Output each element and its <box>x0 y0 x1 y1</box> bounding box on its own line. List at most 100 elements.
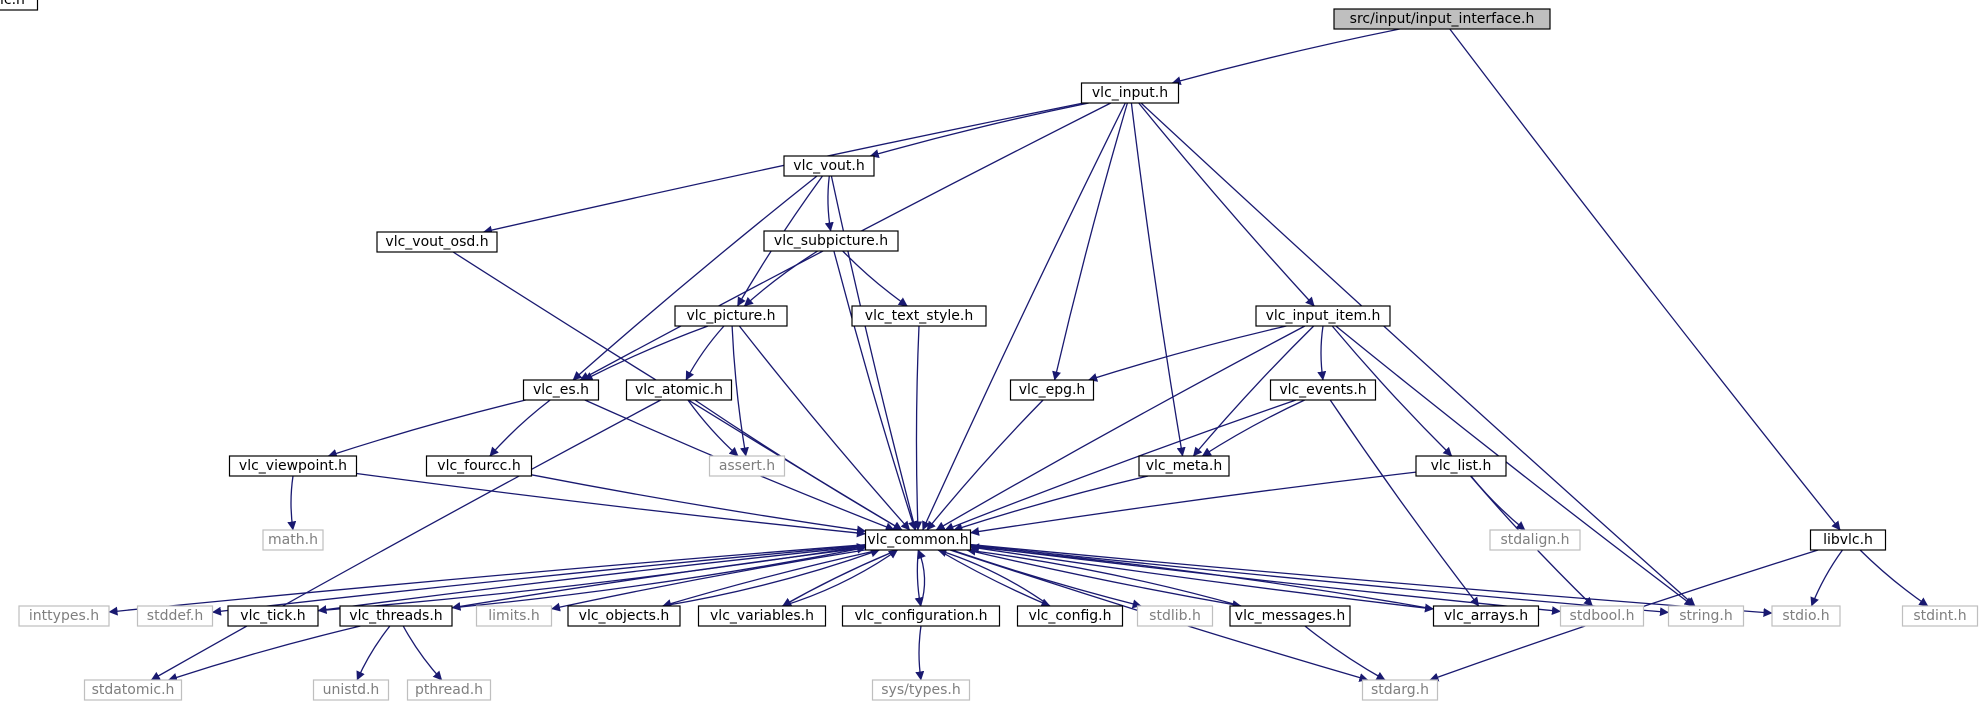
edge-vlc_viewpoint-to-vlc_common <box>356 472 866 538</box>
node-libvlc_h[interactable]: libvlc.h <box>1809 529 1887 551</box>
node-vlc_vout_osd[interactable]: vlc_vout_osd.h <box>376 231 498 253</box>
edge-vlc_common-to-vlc_config <box>937 549 1051 607</box>
node-label: limits.h <box>488 608 539 624</box>
node-label: vlc_input.h <box>1092 85 1168 101</box>
edge-vlc_threads-to-stdatomic <box>168 625 361 682</box>
node-stdlib: stdlib.h <box>1136 605 1214 627</box>
node-box <box>136 605 214 627</box>
node-box <box>83 679 183 701</box>
node-label: vlc_fourcc.h <box>437 458 520 474</box>
edge-vlc_input-to-vlc_vout_osd <box>483 102 1084 235</box>
edge-vlc_common-to-vlc_configuration <box>914 549 924 607</box>
edge-vlc_subpicture-to-vlc_picture <box>743 250 819 307</box>
edge-vlc_input_item-to-vlc_epg <box>1088 325 1287 382</box>
node-vlc_vout[interactable]: vlc_vout.h <box>783 155 875 177</box>
node-label: vlc_variables.h <box>710 608 814 624</box>
node-vlc_events[interactable]: vlc_events.h <box>1269 379 1377 401</box>
node-stdint: stdint.h <box>1901 605 1979 627</box>
edge-vlc_atomic-to-vlc_common <box>694 399 903 531</box>
node-vlc_es[interactable]: vlc_es.h <box>522 379 600 401</box>
node-input_interface[interactable]: src/input/input_interface.h <box>1333 8 1551 30</box>
node-label: vlc_text_style.h <box>865 308 973 324</box>
node-label: inttypes.h <box>29 608 99 624</box>
node-sys_types: sys/types.h <box>871 679 971 701</box>
node-label: vlc_threads.h <box>349 608 442 624</box>
node-vlc_text_style[interactable]: vlc_text_style.h <box>851 305 987 327</box>
edge-vlc_vout-to-vlc_es <box>572 175 818 381</box>
edge-vlc_events-to-vlc_common <box>944 399 1297 532</box>
edge-vlc_common-to-vlc_variables <box>782 549 898 607</box>
node-unistd: unistd.h <box>312 679 390 701</box>
node-vlc_common[interactable]: vlc_common.h <box>864 529 972 551</box>
node-vlc_viewpoint[interactable]: vlc_viewpoint.h <box>228 455 358 477</box>
edge-vlc_common-to-inttypes <box>108 544 866 616</box>
node-box <box>1080 82 1180 104</box>
edge-vlc_input_item-to-vlc_common <box>935 325 1306 531</box>
node-stddef: stddef.h <box>136 605 214 627</box>
node-pthread: pthread.h <box>406 679 492 701</box>
node-vlc_messages[interactable]: vlc_messages.h <box>1229 605 1351 627</box>
node-vlc_tick[interactable]: vlc_tick.h <box>227 605 319 627</box>
node-label: vlc_list.h <box>1431 458 1492 474</box>
edge-libvlc_h-to-stdio <box>1810 549 1844 607</box>
node-vlc_subpicture[interactable]: vlc_subpicture.h <box>763 230 899 252</box>
node-label: vlc_tick.h <box>240 608 305 624</box>
edge-vlc_input_item-to-vlc_list <box>1331 325 1453 457</box>
node-box <box>708 455 786 477</box>
node-libvlc[interactable]: libvlc.h <box>0 0 39 11</box>
node-vlc_arrays[interactable]: vlc_arrays.h <box>1432 605 1540 627</box>
edge-vlc_threads-to-unistd <box>356 625 391 681</box>
node-vlc_input_item[interactable]: vlc_input_item.h <box>1255 305 1391 327</box>
node-box <box>1809 529 1887 551</box>
node-box <box>864 529 972 551</box>
node-label: src/input/input_interface.h <box>1350 11 1535 27</box>
node-label: stdint.h <box>1913 608 1966 624</box>
node-string: string.h <box>1667 605 1745 627</box>
node-vlc_list[interactable]: vlc_list.h <box>1415 455 1507 477</box>
edge-vlc_configuration-to-vlc_common <box>917 549 926 607</box>
node-vlc_atomic[interactable]: vlc_atomic.h <box>625 379 733 401</box>
node-label: vlc_picture.h <box>686 308 775 324</box>
node-box <box>1559 605 1645 627</box>
edge-vlc_es-to-vlc_viewpoint <box>327 399 526 458</box>
node-label: vlc_meta.h <box>1146 458 1223 474</box>
edge-libvlc_h-to-stdint <box>1859 549 1929 607</box>
edge-vlc_input-to-string <box>1140 102 1696 607</box>
node-box <box>763 230 899 252</box>
node-label: pthread.h <box>415 682 483 698</box>
node-vlc_objects[interactable]: vlc_objects.h <box>567 605 681 627</box>
edge-layer <box>108 28 1929 682</box>
edge-input_interface-to-libvlc_h <box>1449 28 1841 531</box>
edge-vlc_vout-to-vlc_subpicture <box>824 175 834 232</box>
node-vlc_picture[interactable]: vlc_picture.h <box>674 305 788 327</box>
edge-vlc_meta-to-vlc_common <box>953 475 1149 532</box>
node-vlc_fourcc[interactable]: vlc_fourcc.h <box>425 455 533 477</box>
node-box <box>851 305 987 327</box>
node-vlc_configuration[interactable]: vlc_configuration.h <box>841 605 1001 627</box>
node-box <box>1771 605 1841 627</box>
edge-vlc_picture-to-vlc_common <box>738 325 911 531</box>
edge-vlc_input-to-vlc_input_item <box>1138 102 1315 307</box>
edge-vlc_picture-to-vlc_es <box>583 325 709 381</box>
node-vlc_threads[interactable]: vlc_threads.h <box>339 605 453 627</box>
node-box <box>1255 305 1391 327</box>
edge-vlc_arrays-to-vlc_common <box>970 543 1434 610</box>
node-assert: assert.h <box>708 455 786 477</box>
edge-vlc_messages-to-stdarg <box>1304 625 1386 681</box>
node-vlc_epg[interactable]: vlc_epg.h <box>1009 379 1095 401</box>
edge-vlc_threads-to-pthread <box>402 625 443 681</box>
edge-vlc_subpicture-to-vlc_text_style <box>842 250 908 307</box>
node-label: libvlc.h <box>0 0 25 8</box>
node-vlc_variables[interactable]: vlc_variables.h <box>697 605 827 627</box>
edge-vlc_tick-to-vlc_common <box>317 543 866 612</box>
edge-vlc_messages-to-vlc_common <box>966 546 1242 607</box>
node-vlc_meta[interactable]: vlc_meta.h <box>1138 455 1230 477</box>
node-vlc_input[interactable]: vlc_input.h <box>1080 82 1180 104</box>
node-vlc_config[interactable]: vlc_config.h <box>1016 605 1124 627</box>
edge-vlc_common-to-stddef <box>212 544 866 616</box>
node-label: vlc_objects.h <box>579 608 670 624</box>
node-stdbool: stdbool.h <box>1559 605 1645 627</box>
edge-vlc_input_item-to-vlc_events <box>1317 325 1327 381</box>
edge-vlc_common-to-vlc_arrays <box>970 546 1434 613</box>
edge-vlc_text_style-to-vlc_common <box>913 325 923 531</box>
